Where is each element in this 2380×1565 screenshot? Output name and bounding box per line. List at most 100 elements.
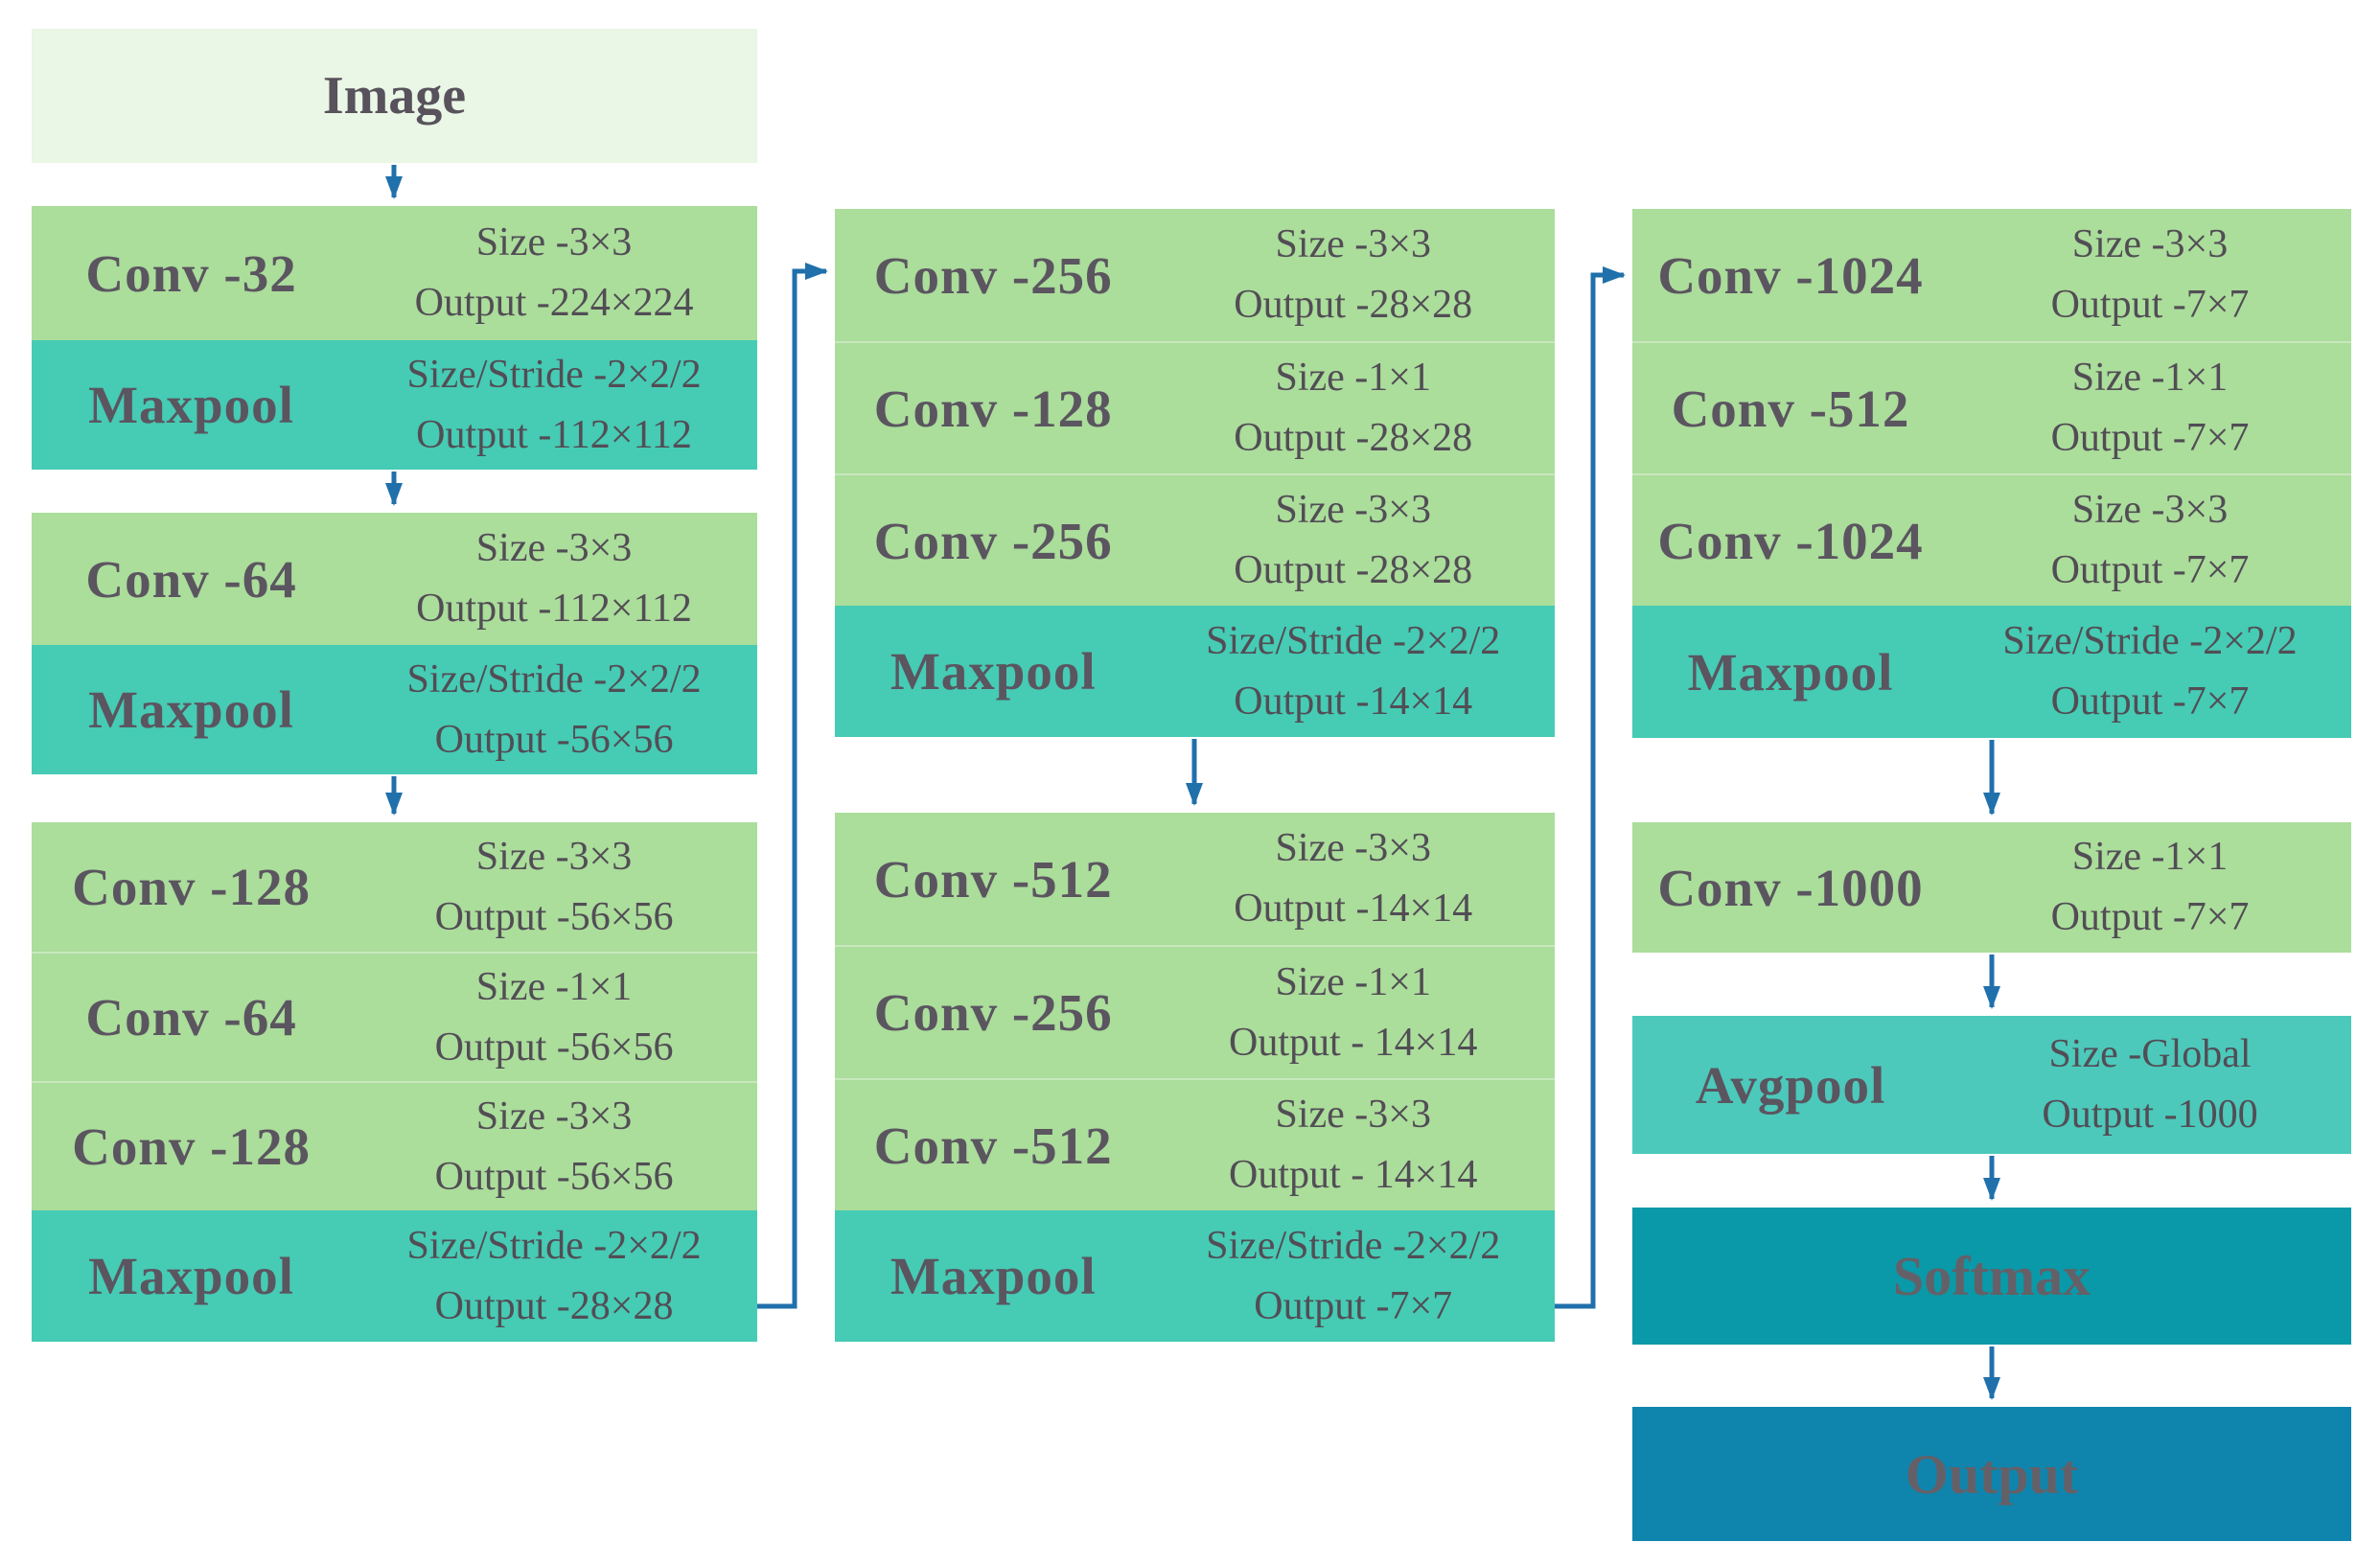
layer-label: Conv -1024 xyxy=(1657,245,1924,305)
layer-label: Maxpool xyxy=(1687,642,1894,702)
row-conv-128b: Conv -128 Size -3×3 Output -56×56 xyxy=(32,1081,757,1210)
layer-label: Maxpool xyxy=(88,376,294,434)
col2-group1: Conv -256 Size -3×3 Output -28×28 Conv -… xyxy=(835,209,1555,737)
row-maxpool-4: Maxpool Size/Stride -2×2/2 Output -14×14 xyxy=(835,606,1555,737)
layer-output: Output -112×112 xyxy=(416,412,692,457)
row-conv-1024b: Conv -1024 Size -3×3 Output -7×7 xyxy=(1632,473,2351,606)
block-conv-1000: Conv -1000 Size -1×1 Output -7×7 xyxy=(1632,822,2351,953)
layer-label: Conv -256 xyxy=(873,983,1113,1042)
row-maxpool-1: Maxpool Size/Stride -2×2/2 Output -112×1… xyxy=(32,340,757,470)
layer-label: Conv -128 xyxy=(72,1117,311,1176)
layer-output: Output -112×112 xyxy=(416,587,692,631)
row-conv-256b: Conv -256 Size -3×3 Output -28×28 xyxy=(835,473,1555,606)
layer-size: Size -3×3 xyxy=(475,834,633,879)
layer-size: Size -1×1 xyxy=(475,964,633,1009)
layer-size: Size -3×3 xyxy=(1275,222,1431,266)
row-conv-1024a: Conv -1024 Size -3×3 Output -7×7 xyxy=(1632,209,2351,341)
layer-label: Maxpool xyxy=(88,680,294,739)
layer-size: Size -1×1 xyxy=(2071,356,2229,400)
layer-output: Output -7×7 xyxy=(2050,416,2250,460)
layer-output: Output -7×7 xyxy=(2050,679,2250,724)
layer-label: Conv -512 xyxy=(1671,379,1910,438)
layer-output: Output -56×56 xyxy=(434,717,674,762)
row-conv-256c: Conv -256 Size -1×1 Output - 14×14 xyxy=(835,945,1555,1078)
col2-group2: Conv -512 Size -3×3 Output -14×14 Conv -… xyxy=(835,813,1555,1342)
output-label: Output xyxy=(1905,1442,2079,1506)
layer-label: Maxpool xyxy=(88,1247,294,1305)
layer-output: Output -56×56 xyxy=(434,1024,674,1070)
layer-size: Size/Stride -2×2/2 xyxy=(406,352,702,397)
layer-size: Size -1×1 xyxy=(1275,959,1431,1004)
block-output: Output xyxy=(1632,1407,2351,1541)
row-maxpool-3: Maxpool Size/Stride -2×2/2 Output -28×28 xyxy=(32,1210,757,1342)
layer-label: Conv -1024 xyxy=(1657,511,1924,570)
layer-output: Output -28×28 xyxy=(1234,283,1473,327)
layer-label: Conv -512 xyxy=(873,1116,1113,1175)
row-conv-512b: Conv -512 Size -3×3 Output - 14×14 xyxy=(835,1078,1555,1210)
layer-output: Output -7×7 xyxy=(2050,895,2250,939)
row-conv-1000: Conv -1000 Size -1×1 Output -7×7 xyxy=(1632,822,2351,953)
layer-size: Size/Stride -2×2/2 xyxy=(406,656,702,702)
layer-size: Size/Stride -2×2/2 xyxy=(1206,1223,1501,1268)
row-maxpool-5: Maxpool Size/Stride -2×2/2 Output -7×7 xyxy=(835,1210,1555,1342)
col1-group2: Conv -64 Size -3×3 Output -112×112 Maxpo… xyxy=(32,513,757,774)
layer-output: Output -7×7 xyxy=(1254,1283,1453,1328)
layer-label: Conv -128 xyxy=(873,379,1113,438)
layer-size: Size -3×3 xyxy=(475,526,633,570)
layer-size: Size -1×1 xyxy=(2071,835,2229,879)
layer-output: Output -28×28 xyxy=(434,1283,674,1328)
layer-output: Output -224×224 xyxy=(414,281,694,325)
layer-label: Maxpool xyxy=(890,1247,1097,1305)
layer-output: Output -28×28 xyxy=(1234,548,1473,592)
layer-label: Conv -128 xyxy=(72,858,311,916)
layer-label: Avgpool xyxy=(1695,1055,1886,1115)
layer-label: Conv -256 xyxy=(873,245,1113,305)
layer-label: Conv -32 xyxy=(85,243,297,303)
layer-output: Output - 14×14 xyxy=(1229,1020,1478,1065)
row-conv-512a: Conv -512 Size -3×3 Output -14×14 xyxy=(835,813,1555,945)
layer-output: Output -7×7 xyxy=(2050,283,2250,327)
layer-label: Maxpool xyxy=(890,642,1097,701)
row-conv-64: Conv -64 Size -3×3 Output -112×112 xyxy=(32,513,757,645)
row-conv-512c: Conv -512 Size -1×1 Output -7×7 xyxy=(1632,341,2351,473)
layer-output: Output -1000 xyxy=(2042,1093,2258,1137)
layer-output: Output -14×14 xyxy=(1234,679,1473,724)
layer-output: Output -28×28 xyxy=(1234,416,1473,460)
row-maxpool-2: Maxpool Size/Stride -2×2/2 Output -56×56 xyxy=(32,645,757,774)
layer-label: Conv -64 xyxy=(85,549,297,609)
layer-size: Size/Stride -2×2/2 xyxy=(406,1223,702,1268)
row-conv-128c: Conv -128 Size -1×1 Output -28×28 xyxy=(835,341,1555,473)
layer-size: Size -1×1 xyxy=(1275,356,1431,400)
row-maxpool-6: Maxpool Size/Stride -2×2/2 Output -7×7 xyxy=(1632,606,2351,738)
connector-col2-to-col3 xyxy=(1555,266,1626,1309)
col1-group3: Conv -128 Size -3×3 Output -56×56 Conv -… xyxy=(32,822,757,1342)
block-avgpool: Avgpool Size -Global Output -1000 xyxy=(1632,1016,2351,1154)
connector-col1-to-col2 xyxy=(757,263,828,1309)
layer-label: Conv -1000 xyxy=(1657,858,1924,917)
layer-size: Size -3×3 xyxy=(2071,488,2229,532)
col3-group1: Conv -1024 Size -3×3 Output -7×7 Conv -5… xyxy=(1632,209,2351,738)
layer-output: Output -7×7 xyxy=(2050,548,2250,592)
row-conv-32: Conv -32 Size -3×3 Output -224×224 xyxy=(32,206,757,340)
softmax-label: Softmax xyxy=(1892,1245,2091,1307)
layer-label: Conv -64 xyxy=(85,988,297,1047)
layer-label: Conv -512 xyxy=(873,849,1113,909)
image-label: Image xyxy=(322,66,467,126)
layer-output: Output -56×56 xyxy=(434,1154,674,1199)
row-avgpool: Avgpool Size -Global Output -1000 xyxy=(1632,1016,2351,1154)
layer-label: Conv -256 xyxy=(873,511,1113,570)
layer-size: Size -3×3 xyxy=(1275,1093,1431,1137)
block-image: Image xyxy=(32,29,757,163)
block-softmax: Softmax xyxy=(1632,1208,2351,1345)
layer-size: Size/Stride -2×2/2 xyxy=(2002,619,2298,663)
layer-size: Size -3×3 xyxy=(475,1093,633,1139)
layer-size: Size -3×3 xyxy=(2071,222,2229,266)
layer-size: Size -Global xyxy=(2048,1032,2252,1076)
col1-group1: Conv -32 Size -3×3 Output -224×224 Maxpo… xyxy=(32,206,757,470)
layer-output: Output - 14×14 xyxy=(1229,1153,1478,1197)
row-conv-128a: Conv -128 Size -3×3 Output -56×56 xyxy=(32,822,757,952)
layer-size: Size -3×3 xyxy=(475,220,633,265)
layer-output: Output -14×14 xyxy=(1234,886,1473,931)
row-conv-256a: Conv -256 Size -3×3 Output -28×28 xyxy=(835,209,1555,341)
